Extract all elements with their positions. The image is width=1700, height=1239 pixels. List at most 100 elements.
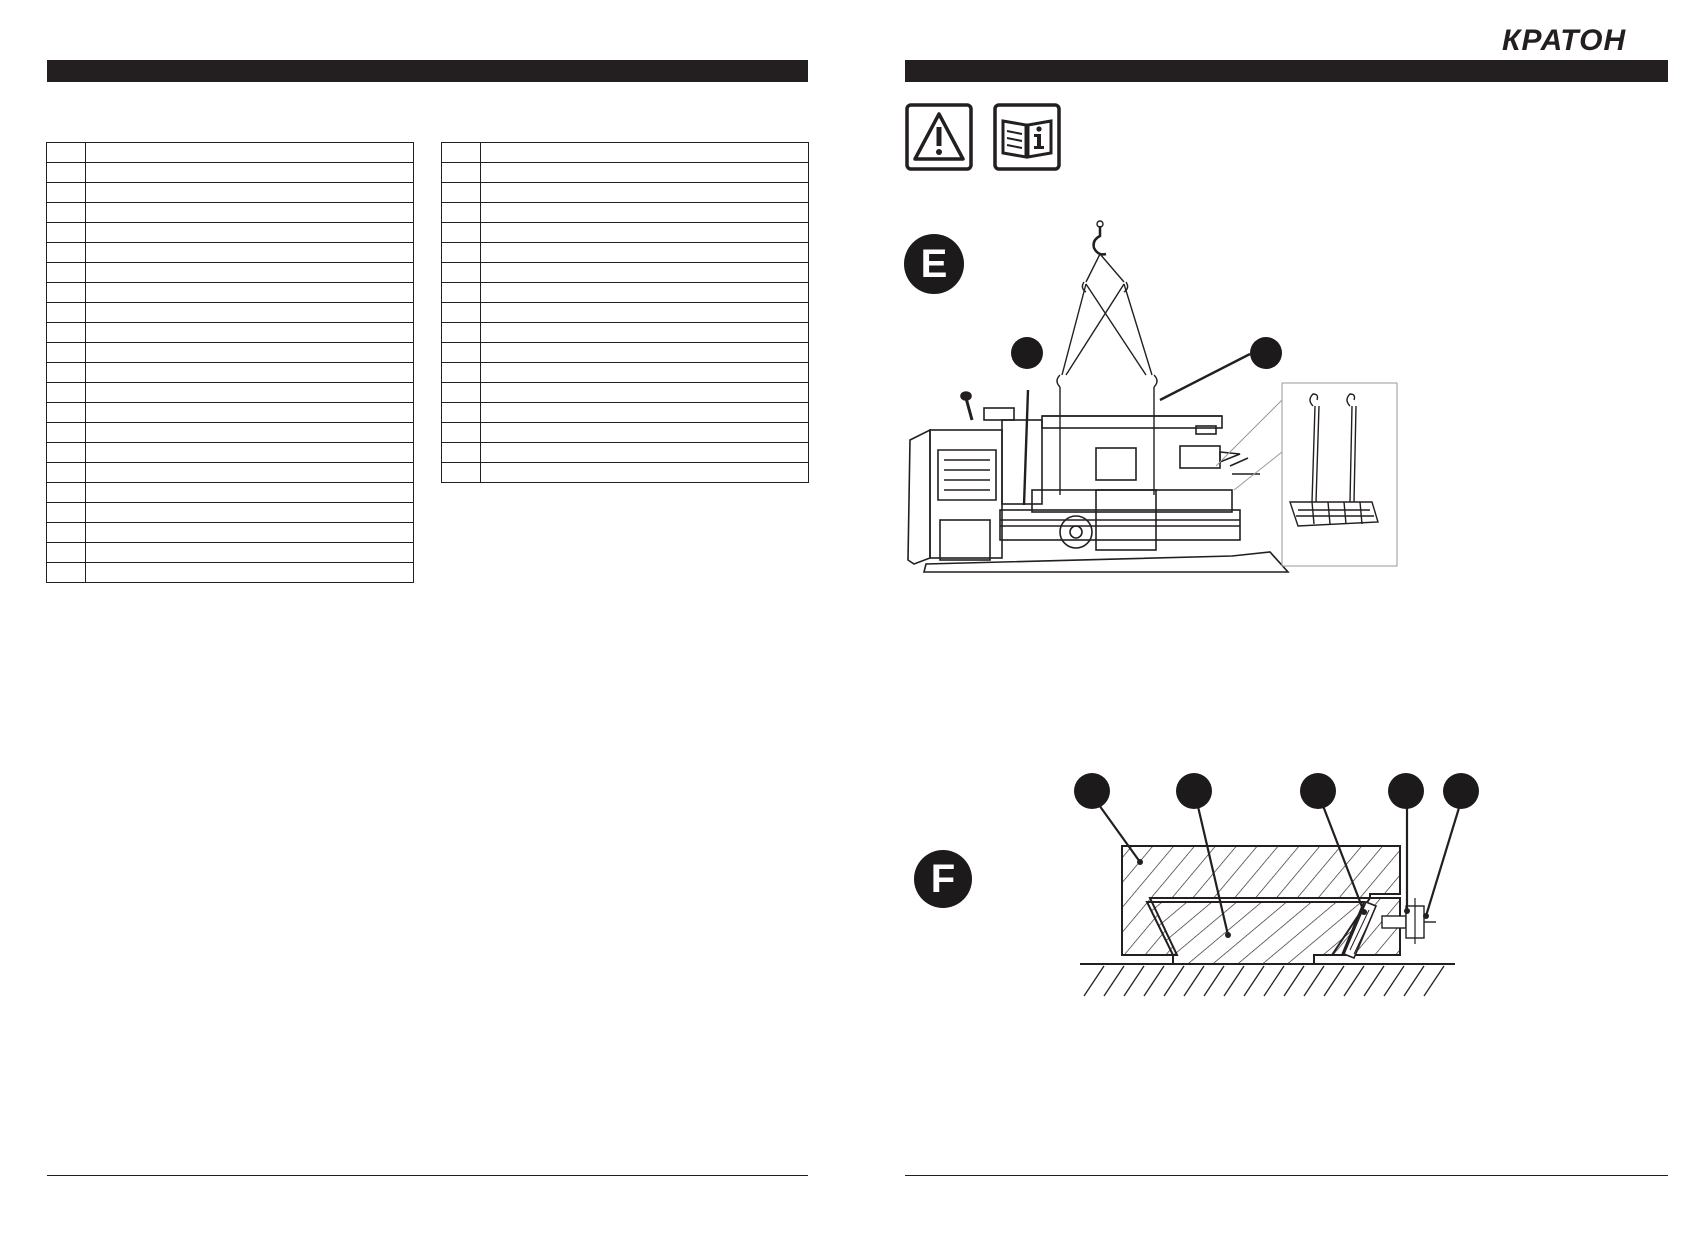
manual-info-icon [993, 103, 1061, 171]
table-row [441, 202, 809, 223]
table-row [46, 502, 414, 523]
table-row [46, 382, 414, 403]
row-number-cell [46, 562, 86, 583]
row-number-cell [46, 302, 86, 323]
row-description-cell [85, 402, 414, 423]
row-description-cell [480, 162, 809, 183]
table-row [46, 522, 414, 543]
row-number-cell [46, 382, 86, 403]
brand-logo: КРАТОН [1502, 24, 1627, 57]
callout-e-1 [1011, 337, 1043, 369]
row-description-cell [85, 242, 414, 263]
row-description-cell [480, 142, 809, 163]
row-description-cell [85, 562, 414, 583]
row-description-cell [85, 442, 414, 463]
row-number-cell [46, 462, 86, 483]
table-row [46, 342, 414, 363]
row-description-cell [85, 362, 414, 383]
table-row [46, 262, 414, 283]
row-description-cell [480, 302, 809, 323]
row-description-cell [85, 422, 414, 443]
callout-f-5 [1443, 773, 1479, 809]
table-row [46, 542, 414, 563]
table-row [441, 462, 809, 483]
row-number-cell [46, 362, 86, 383]
row-number-cell [441, 402, 481, 423]
table-row [441, 302, 809, 323]
row-description-cell [85, 302, 414, 323]
row-number-cell [441, 182, 481, 203]
table-row [441, 282, 809, 303]
parts-table-left [46, 142, 414, 583]
row-number-cell [441, 342, 481, 363]
header-bar-right [905, 60, 1668, 82]
table-row [441, 222, 809, 243]
row-description-cell [480, 442, 809, 463]
table-row [46, 162, 414, 183]
row-number-cell [46, 222, 86, 243]
footer-rule-left [47, 1175, 808, 1176]
row-description-cell [85, 342, 414, 363]
row-description-cell [85, 522, 414, 543]
row-description-cell [480, 182, 809, 203]
warning-triangle-icon [905, 103, 973, 171]
table-row [441, 182, 809, 203]
table-row [46, 402, 414, 423]
table-row [46, 242, 414, 263]
table-row [441, 382, 809, 403]
footer-rule-right [905, 1175, 1668, 1176]
row-description-cell [85, 482, 414, 503]
row-description-cell [85, 262, 414, 283]
table-row [46, 182, 414, 203]
row-number-cell [441, 302, 481, 323]
row-description-cell [85, 222, 414, 243]
table-row [46, 482, 414, 503]
row-description-cell [480, 322, 809, 343]
lathe-lifting-illustration [907, 220, 1398, 573]
row-description-cell [85, 382, 414, 403]
row-number-cell [46, 542, 86, 563]
table-row [46, 142, 414, 163]
row-number-cell [441, 362, 481, 383]
row-description-cell [85, 142, 414, 163]
row-description-cell [480, 202, 809, 223]
row-number-cell [441, 162, 481, 183]
parts-table-right [441, 142, 809, 483]
table-row [46, 462, 414, 483]
row-number-cell [441, 202, 481, 223]
table-row [441, 362, 809, 383]
callout-f-4 [1388, 773, 1424, 809]
row-description-cell [480, 282, 809, 303]
row-number-cell [46, 342, 86, 363]
row-number-cell [441, 242, 481, 263]
row-number-cell [46, 142, 86, 163]
row-number-cell [441, 442, 481, 463]
row-number-cell [441, 222, 481, 243]
row-description-cell [85, 502, 414, 523]
table-row [441, 402, 809, 423]
row-description-cell [85, 542, 414, 563]
row-number-cell [46, 322, 86, 343]
row-description-cell [480, 222, 809, 243]
row-number-cell [441, 422, 481, 443]
row-number-cell [46, 282, 86, 303]
table-row [441, 342, 809, 363]
row-description-cell [480, 402, 809, 423]
row-number-cell [46, 182, 86, 203]
table-row [441, 442, 809, 463]
row-description-cell [85, 282, 414, 303]
table-row [46, 442, 414, 463]
table-row [46, 362, 414, 383]
row-number-cell [441, 262, 481, 283]
row-number-cell [46, 502, 86, 523]
row-description-cell [480, 262, 809, 283]
callout-e-2 [1250, 337, 1282, 369]
table-row [441, 262, 809, 283]
table-row [46, 562, 414, 583]
table-row [46, 222, 414, 243]
figure-f-badge: F [914, 850, 972, 908]
row-number-cell [46, 442, 86, 463]
row-description-cell [85, 462, 414, 483]
row-number-cell [46, 162, 86, 183]
callout-f-3 [1300, 773, 1336, 809]
